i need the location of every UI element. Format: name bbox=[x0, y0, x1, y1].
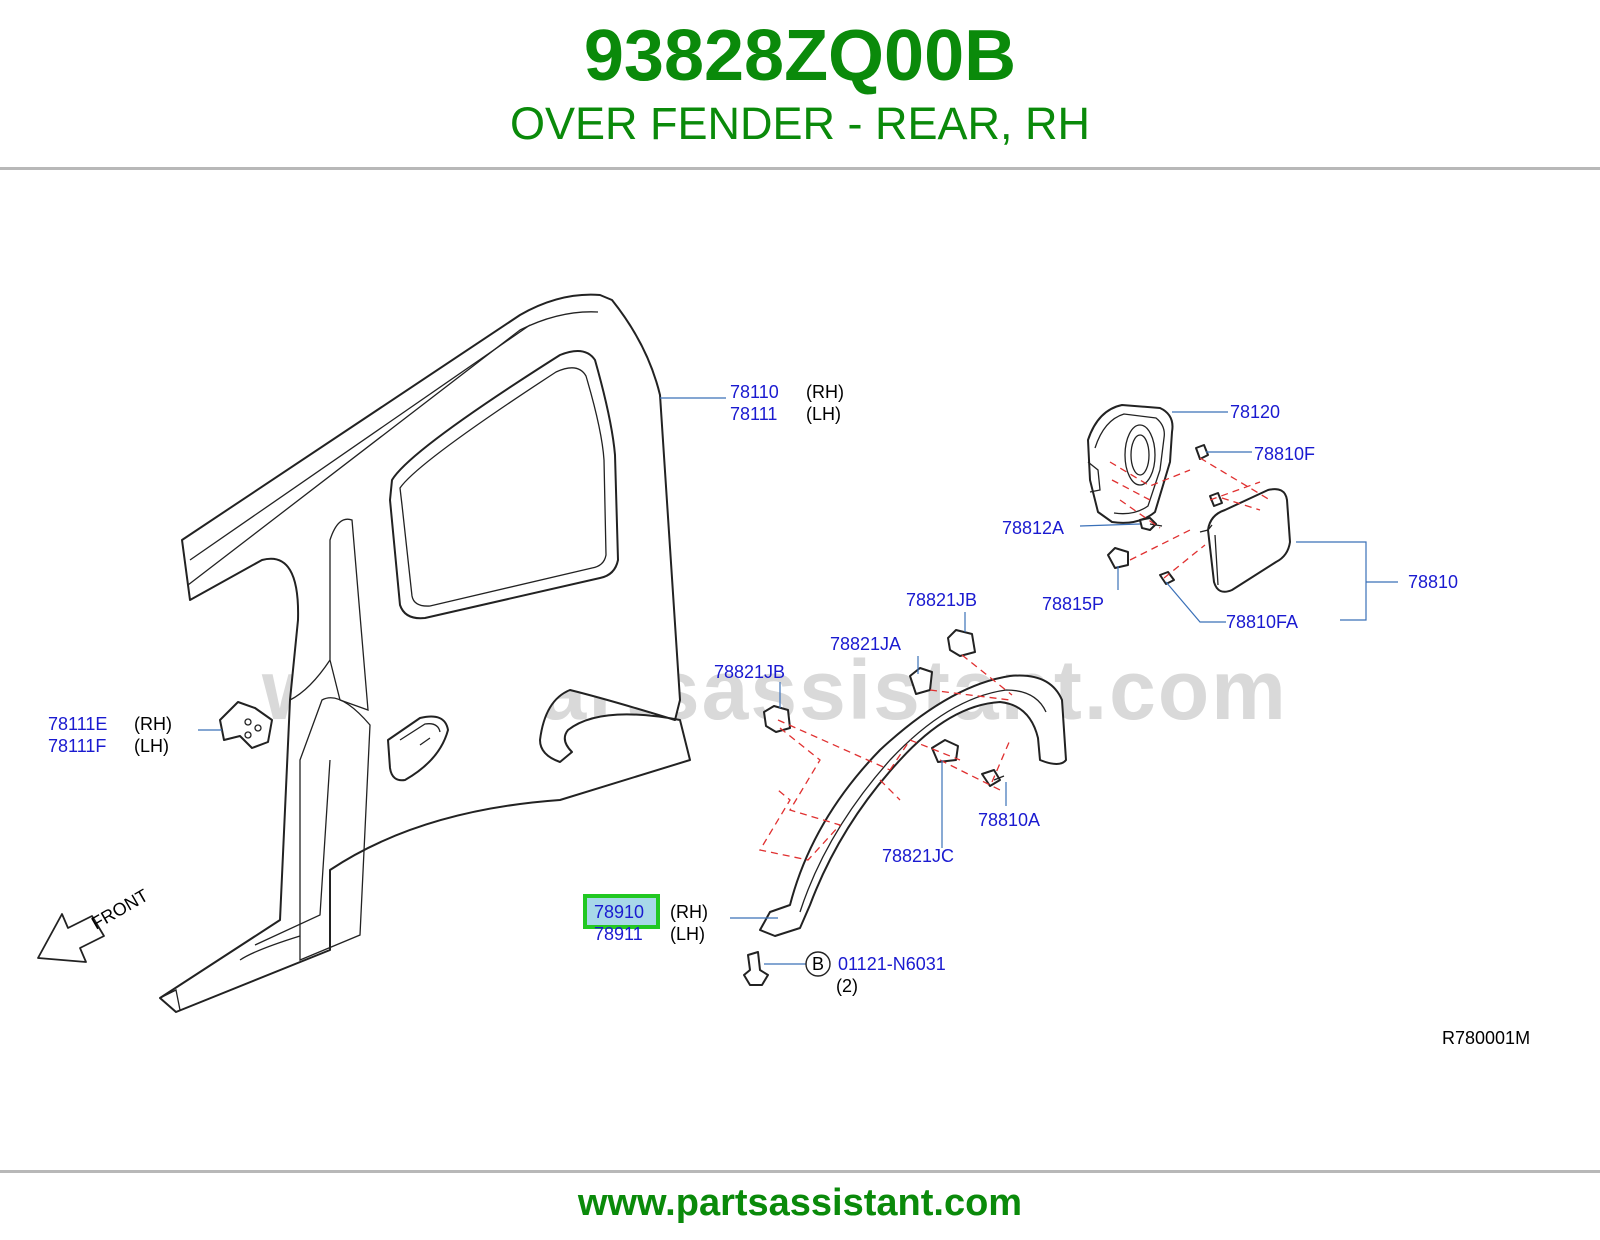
bolt-marker-letter: B bbox=[812, 954, 824, 974]
fuel-lid-drawing bbox=[1199, 488, 1291, 593]
header-divider bbox=[0, 167, 1600, 170]
over-fender-drawing bbox=[759, 674, 1067, 937]
part-number-title: 93828ZQ00B bbox=[583, 16, 1017, 96]
callout-78821JB-top[interactable]: 78821JB bbox=[906, 590, 977, 610]
diagram-ref-code: R780001M bbox=[1442, 1028, 1530, 1048]
callout-78120[interactable]: 78120 bbox=[1230, 402, 1280, 422]
callout-78110-side: (RH) bbox=[806, 382, 844, 402]
callout-78111E[interactable]: 78111E bbox=[48, 714, 107, 734]
callout-78821JC[interactable]: 78821JC bbox=[882, 846, 954, 866]
small-fasteners-drawing bbox=[743, 444, 1223, 986]
leader-lines bbox=[198, 397, 1398, 965]
quarter-panel-drawing bbox=[159, 293, 691, 1013]
callout-labels: 78110 (RH) 78111 (LH) 78120 78810F 78812… bbox=[48, 382, 1530, 1048]
bolt-marker-circle bbox=[805, 951, 831, 977]
callout-78812A[interactable]: 78812A bbox=[1002, 518, 1064, 538]
callout-78815P[interactable]: 78815P bbox=[1042, 594, 1104, 614]
front-arrow: FRONT bbox=[37, 885, 152, 963]
filler-housing-drawing bbox=[1087, 404, 1174, 524]
callout-78821JA[interactable]: 78821JA bbox=[830, 634, 901, 654]
footer-url[interactable]: www.partsassistant.com bbox=[577, 1182, 1023, 1224]
callout-78810[interactable]: 78810 bbox=[1408, 572, 1458, 592]
callout-78111E-side: (RH) bbox=[134, 714, 172, 734]
callout-78911-side: (LH) bbox=[670, 924, 705, 944]
callout-78910[interactable]: 78910 bbox=[594, 902, 644, 922]
callout-78911[interactable]: 78911 bbox=[594, 924, 643, 944]
callout-78910-side: (RH) bbox=[670, 902, 708, 922]
callout-78111[interactable]: 78111 bbox=[730, 404, 777, 424]
part-description: OVER FENDER - REAR, RH bbox=[509, 98, 1091, 149]
highlighted-part-box bbox=[583, 894, 660, 929]
callout-78111F[interactable]: 78111F bbox=[48, 736, 106, 756]
callout-78111F-side: (LH) bbox=[134, 736, 169, 756]
callout-78810FA[interactable]: 78810FA bbox=[1226, 612, 1298, 632]
callout-78810A[interactable]: 78810A bbox=[978, 810, 1040, 830]
front-label: FRONT bbox=[88, 885, 152, 933]
front-arrow-icon bbox=[37, 913, 105, 963]
callout-01121-N6031[interactable]: 01121-N6031 bbox=[838, 954, 946, 974]
callout-78110[interactable]: 78110 bbox=[730, 382, 779, 402]
callout-bolt-qty: (2) bbox=[836, 976, 858, 996]
installation-lines bbox=[758, 457, 1271, 861]
callout-78111-side: (LH) bbox=[806, 404, 841, 424]
footer-divider bbox=[0, 1170, 1600, 1173]
callout-78810F[interactable]: 78810F bbox=[1254, 444, 1315, 464]
callout-78821JB-left[interactable]: 78821JB bbox=[714, 662, 785, 682]
bracket-drawing bbox=[219, 701, 273, 749]
